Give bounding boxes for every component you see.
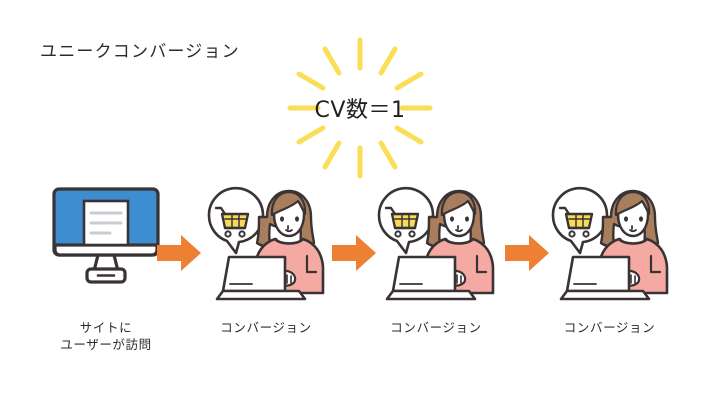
stage-conversion-2: コンバージョン [366,183,506,336]
stage-artwork [366,183,506,301]
person-laptop-cart-icon [207,186,325,301]
conversion-flow: サイトに ユーザーが訪問 [0,183,720,352]
person-laptop-cart-icon [377,186,495,301]
conversion-count-label: CV数＝1 [314,98,406,123]
stage-site-visit: サイトに ユーザーが訪問 [36,183,176,353]
arrow-right-icon [505,235,549,271]
stage-caption: サイトに ユーザーが訪問 [60,320,152,352]
starburst-icon [287,37,433,179]
stage-conversion-3: コンバージョン [537,183,682,336]
person-laptop-cart-icon [551,186,668,301]
stage-conversion-1: コンバージョン [196,183,336,336]
monitor-icon [52,187,160,284]
stage-artwork [537,183,682,301]
stage-caption: コンバージョン [220,320,312,335]
stage-caption: コンバージョン [563,320,656,335]
page-title: ユニークコンバージョン [40,42,240,62]
arrow-right-icon [332,235,376,271]
arrow-right-icon [157,235,201,271]
stage-artwork [36,183,176,298]
stage-caption: コンバージョン [390,320,482,335]
stage-artwork [196,183,336,301]
conversion-count-burst: CV数＝1 [252,28,468,188]
